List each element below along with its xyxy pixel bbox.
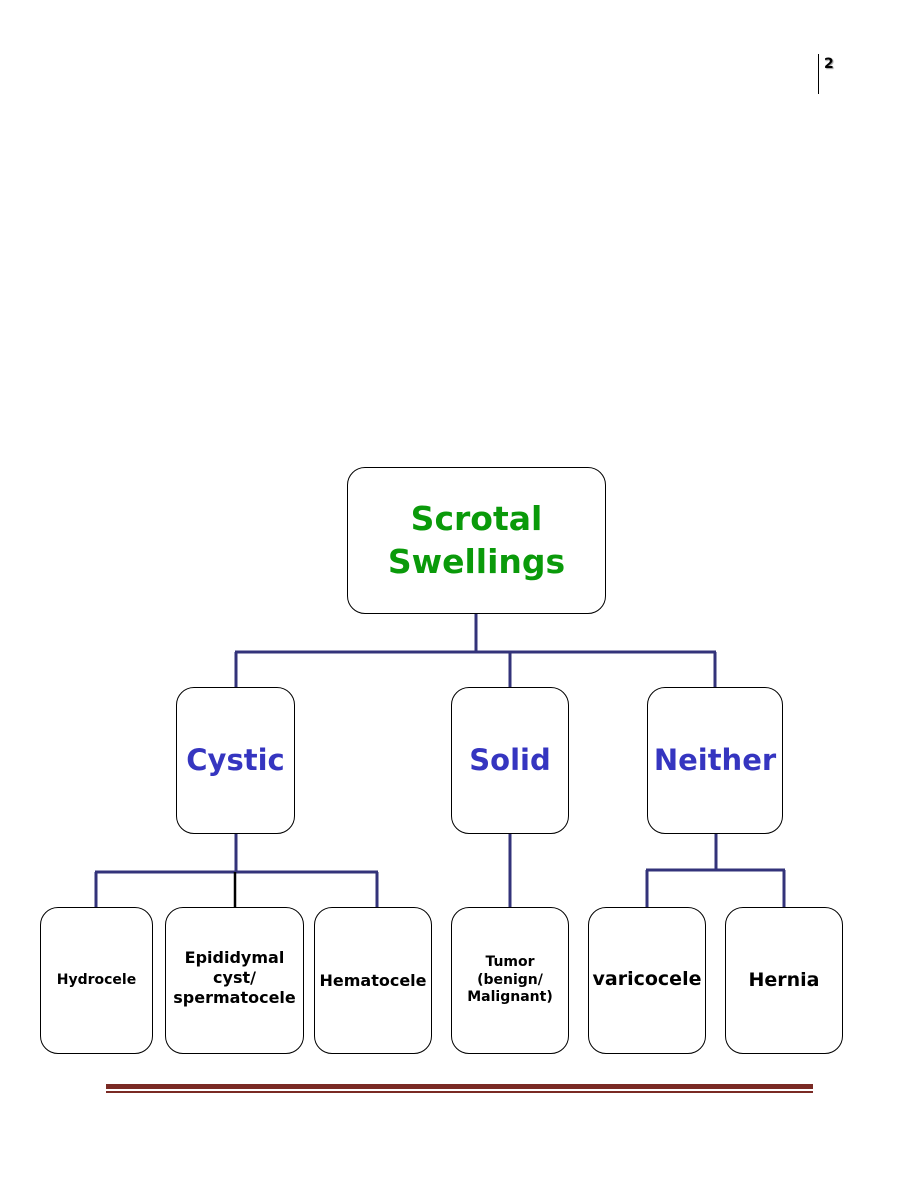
node-varicocele: varicocele (588, 907, 706, 1054)
node-tumor-line-3: Malignant) (467, 989, 553, 1006)
node-solid-label: Solid (469, 743, 551, 778)
node-epididymal-line-3: spermatocele (173, 988, 296, 1007)
footer-rule-thin (106, 1091, 813, 1093)
page-number-divider (818, 54, 819, 94)
node-scrotal-swellings: Scrotal Swellings (347, 467, 606, 614)
node-cystic: Cystic (176, 687, 295, 834)
node-hydrocele-label: Hydrocele (56, 971, 137, 988)
node-tumor-line-1: Tumor (485, 954, 535, 971)
node-tumor-line-2: (benign/ (477, 971, 543, 988)
node-hydrocele: Hydrocele (40, 907, 153, 1054)
node-hematocele: Hematocele (314, 907, 432, 1054)
node-hematocele-label: Hematocele (319, 970, 427, 990)
footer-rule (106, 1084, 813, 1094)
node-hernia: Hernia (725, 907, 843, 1054)
root-line-1: Scrotal (410, 498, 543, 538)
node-epididymal-line-1: Epididymal (184, 948, 285, 967)
node-epididymal-line-2: cyst/ (213, 968, 256, 987)
node-neither-label: Neither (653, 743, 777, 778)
node-hernia-label: Hernia (748, 968, 820, 991)
node-varicocele-label: varicocele (592, 968, 702, 990)
footer-rule-thick (106, 1084, 813, 1089)
node-tumor: Tumor (benign/ Malignant) (451, 907, 569, 1054)
node-cystic-label: Cystic (186, 743, 285, 778)
root-line-2: Swellings (387, 541, 566, 581)
page-number: 2 (824, 56, 834, 72)
node-epididymal-cyst: Epididymal cyst/ spermatocele (165, 907, 304, 1054)
node-solid: Solid (451, 687, 569, 834)
node-neither: Neither (647, 687, 783, 834)
